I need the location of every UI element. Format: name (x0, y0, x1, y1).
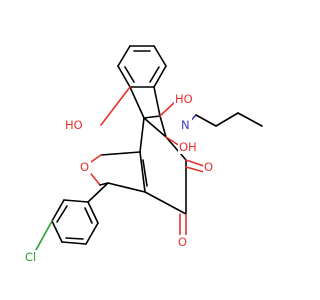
atom-labels: HO HO OH N O O O Cl (25, 92, 215, 264)
benzene-ring (117, 45, 167, 88)
keto-oxygen-label-2: O (178, 235, 187, 249)
butyl-chain (185, 112, 263, 127)
hydroxyl-label-n: OH (179, 140, 197, 154)
fused-core-bonds (100, 86, 187, 215)
hydroxyl-label-right: HO (175, 92, 193, 106)
hydroxyl-bonds (100, 86, 181, 147)
hydroxyl-label-left: HO (65, 118, 83, 132)
ring-oxygen-label: O (80, 160, 89, 174)
keto-bonds (179, 159, 205, 237)
nitrogen-label: N (181, 118, 190, 132)
chlorophenyl-ring (35, 182, 109, 251)
keto-oxygen-label-1: O (204, 160, 213, 174)
structure-diagram: HO HO OH N O O O Cl (25, 45, 263, 264)
chlorine-label: Cl (25, 250, 36, 264)
molecule-drawing: HO HO OH N O O O Cl (25, 45, 263, 264)
